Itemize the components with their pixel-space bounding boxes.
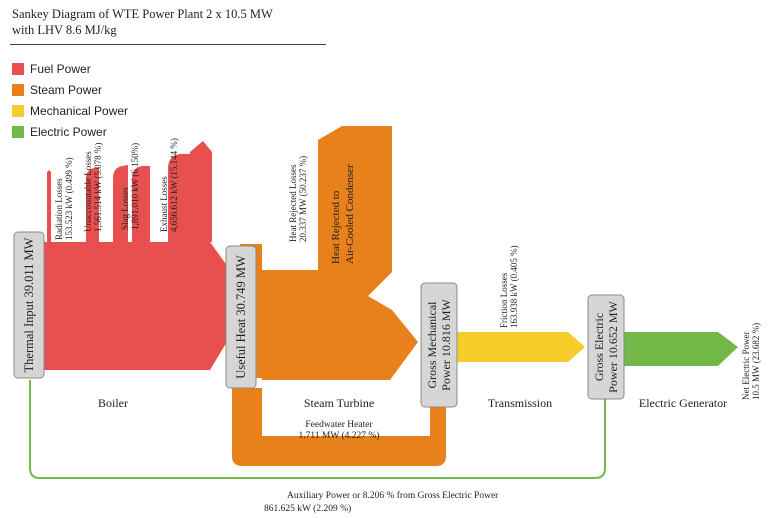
exhaust-loss-label-1: Exhaust Losses [159,176,169,232]
mechanical-flow [456,332,585,362]
radiation-loss-label-2: 153.523 kW (0.499 %) [64,157,74,240]
friction-loss-label-2: 163.938 kW (0.405 %) [509,245,519,328]
slag-loss-flow [113,165,128,242]
stage-electric-generator: Electric Generator [639,396,727,410]
net-electric-label-2: 10.5 MW (23.682 %) [751,323,761,400]
unaccountable-loss-label-1: Unaccountable Losses [83,151,93,232]
radiation-loss-label-1: Radiation Losses [54,178,64,240]
auxiliary-label-1: Auxiliary Power or 8.206 % from Gross El… [287,490,499,501]
thermal-input-label: Thermal Input 39.011 MW [22,237,36,372]
exhaust-loss-label-2: 4,656.612 kW (15.144 %) [169,138,179,232]
electric-flow [622,332,738,366]
unaccountable-loss-flow [86,167,99,242]
condenser-label-1: Heat Rejected to [330,190,342,264]
legend-item-steam: Steam Power [12,79,128,100]
diagram-title: Sankey Diagram of WTE Power Plant 2 x 10… [12,6,273,38]
steam-turbine-flow [262,126,418,380]
legend-item-electric: Electric Power [12,121,128,142]
legend-swatch-fuel [12,62,24,75]
legend-label-mechanical: Mechanical Power [30,103,129,118]
auxiliary-label-2: 861.625 kW (2.209 %) [264,503,351,514]
radiation-loss-flow [47,170,51,242]
gross-mechanical-node [420,282,458,408]
gross-electric-node [587,294,625,400]
gross-mechanical-label-1: Gross Mechanical [425,301,439,389]
legend-label-steam: Steam Power [30,82,103,97]
gross-mechanical-label-2: Power 10.816 MW [439,299,453,391]
legend-swatch-electric [12,125,24,138]
feedwater-label-2: 1.711 MW (4.227 %) [298,430,379,441]
unaccountable-loss-label-2: 1,561.514 kW (5.078 %) [93,143,103,232]
useful-heat-node [225,245,257,389]
legend-item-fuel: Fuel Power [12,58,128,79]
gross-electric-label-1: Gross Electric [592,313,606,381]
useful-heat-label: Useful Heat 30.749 MW [234,255,248,379]
net-electric-label-1: Net Electric Power [741,332,751,400]
title-line-1: Sankey Diagram of WTE Power Plant 2 x 10… [12,7,273,21]
slag-loss-label-2: 1,891.010 kW (6.150%) [130,143,140,230]
exhaust-loss-flow [168,141,212,242]
legend: Fuel Power Steam Power Mechanical Power … [12,58,128,142]
stage-boiler: Boiler [98,396,128,410]
feedwater-label-1: Feedwater Heater [305,420,373,430]
slag-loss-label-1: Slag Losses [120,187,130,230]
friction-loss-label-1: Friction Losses [499,272,509,328]
heat-rejected-label-1: Heat Rejected Losses [288,164,298,242]
legend-swatch-mechanical [12,104,24,117]
stage-steam-turbine: Steam Turbine [304,396,374,410]
condenser-label-2: Air-Cooled Condenser [344,164,356,264]
stage-transmission: Transmission [488,396,552,410]
heat-rejected-label-2: 20.337 MW (50.237 %) [298,156,308,242]
feedwater-heater-flow [232,380,446,466]
legend-label-electric: Electric Power [30,124,107,139]
legend-swatch-steam [12,83,24,96]
title-line-2: with LHV 8.6 MJ/kg [12,23,117,37]
title-divider [10,44,326,45]
gross-electric-label-2: Power 10.652 MW [606,301,620,393]
legend-item-mechanical: Mechanical Power [12,100,128,121]
boiler-loss-band [132,166,150,242]
auxiliary-power-flow [29,378,606,479]
fuel-main-flow [30,242,252,370]
thermal-input-node [13,231,45,379]
legend-label-fuel: Fuel Power [30,61,91,76]
